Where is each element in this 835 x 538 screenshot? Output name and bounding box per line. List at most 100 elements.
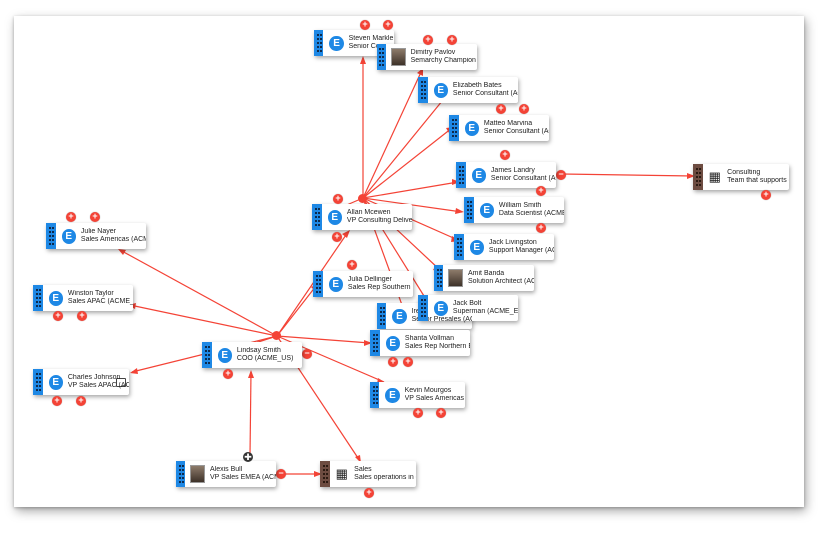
expand-button[interactable]: +	[436, 408, 446, 418]
node-name: Iren	[412, 308, 472, 316]
expand-button[interactable]: +	[413, 408, 423, 418]
expand-button[interactable]: +	[536, 223, 546, 233]
expand-button[interactable]: +	[360, 20, 370, 30]
node-title: Sales Rep Southern E	[347, 284, 413, 291]
node-title: Senior Presales (AC	[411, 316, 472, 323]
expand-button[interactable]: +	[447, 35, 457, 45]
node-title: Team that supports c	[727, 177, 789, 184]
expand-button[interactable]: +	[536, 186, 546, 196]
node-name: Julia Dellinger	[347, 276, 392, 283]
drag-handle-icon[interactable]: ✚	[243, 452, 253, 462]
employee-avatar-icon: E	[48, 290, 63, 306]
node-name: Amit Banda	[468, 270, 505, 277]
node-title: Senior Consultant (AC	[452, 90, 518, 97]
node-name: Matteo Marvina	[483, 120, 533, 127]
collapse-hub-lindsay[interactable]	[272, 331, 281, 340]
node-name: Julie Nayer	[80, 228, 116, 235]
expand-button[interactable]: +	[52, 396, 62, 406]
expand-button[interactable]: +	[364, 488, 374, 498]
node-name: Dimitry Pavlov	[410, 49, 456, 56]
node-title: Senior Consultant (AC	[483, 128, 549, 135]
node-title: Sales operations in cr	[354, 474, 416, 481]
node-name: William Smith	[498, 202, 542, 209]
node-title: VP Consulting Deliver	[346, 217, 412, 224]
employee-avatar-icon: E	[385, 387, 400, 403]
employee-avatar-icon: E	[469, 239, 484, 255]
node-name: Steven Markle	[348, 35, 394, 42]
node-name: Jack Bolt	[452, 300, 482, 307]
expand-button[interactable]: +	[519, 104, 529, 114]
employee-avatar-icon: E	[327, 209, 342, 225]
employee-photo	[390, 48, 406, 66]
node-name: Consulting	[727, 169, 761, 176]
node-name: Charles Johnson	[67, 374, 121, 381]
employee-avatar-icon: E	[433, 82, 448, 98]
collapse-button-lindsay[interactable]: −	[302, 349, 312, 359]
node-title: Sales APAC (ACME_A	[67, 298, 133, 305]
employee-photo	[190, 465, 205, 483]
expand-button[interactable]: +	[332, 232, 342, 242]
node-name: Alexis Bull	[210, 466, 243, 473]
employee-avatar-icon: E	[385, 335, 400, 351]
collapse-hub-allan[interactable]	[358, 194, 367, 203]
node-name: Allan Mcewen	[346, 209, 391, 216]
expand-button[interactable]: +	[423, 35, 433, 45]
node-name: Winston Taylor	[67, 290, 114, 297]
employee-avatar-icon: E	[48, 374, 63, 390]
expand-button[interactable]: +	[496, 104, 506, 114]
expand-button[interactable]: +	[761, 190, 771, 200]
node-name: Lindsay Smith	[236, 347, 281, 354]
employee-avatar-icon: E	[61, 228, 76, 244]
employee-avatar-icon: E	[471, 167, 486, 183]
expand-button[interactable]: +	[53, 311, 63, 321]
expand-button[interactable]: +	[76, 396, 86, 406]
org-chart-canvas[interactable]	[14, 16, 804, 507]
node-name: Elizabeth Bates	[452, 82, 502, 89]
node-title: Semarchy Champion	[410, 57, 476, 64]
expand-button[interactable]: +	[500, 150, 510, 160]
expand-button[interactable]: +	[223, 369, 233, 379]
node-title: Sales Rep Northern E	[404, 343, 470, 350]
expand-button[interactable]: +	[66, 212, 76, 222]
employee-avatar-icon: E	[328, 276, 343, 292]
expand-button[interactable]: +	[383, 20, 393, 30]
employee-avatar-icon: E	[479, 202, 494, 218]
node-title: VP Sales APAC (ACM	[67, 382, 129, 389]
node-title: Support Manager (AC	[488, 247, 554, 254]
employee-photo	[448, 269, 463, 287]
expand-button[interactable]: +	[347, 260, 357, 270]
node-title: VP Sales Americas (A	[404, 395, 465, 402]
expand-button[interactable]: +	[333, 194, 343, 204]
expand-button[interactable]: +	[90, 212, 100, 222]
collapse-button-james[interactable]: −	[556, 170, 566, 180]
expand-button[interactable]: +	[77, 311, 87, 321]
expand-button[interactable]: +	[403, 357, 413, 367]
employee-avatar-icon: E	[329, 35, 344, 51]
expand-button[interactable]: +	[388, 357, 398, 367]
node-name: James Landry	[490, 167, 535, 174]
node-name: Shanta Vollman	[404, 335, 454, 342]
collapse-button-alexis[interactable]: −	[276, 469, 286, 479]
exit-icon[interactable]	[116, 378, 126, 387]
employee-avatar-icon: E	[433, 300, 448, 316]
